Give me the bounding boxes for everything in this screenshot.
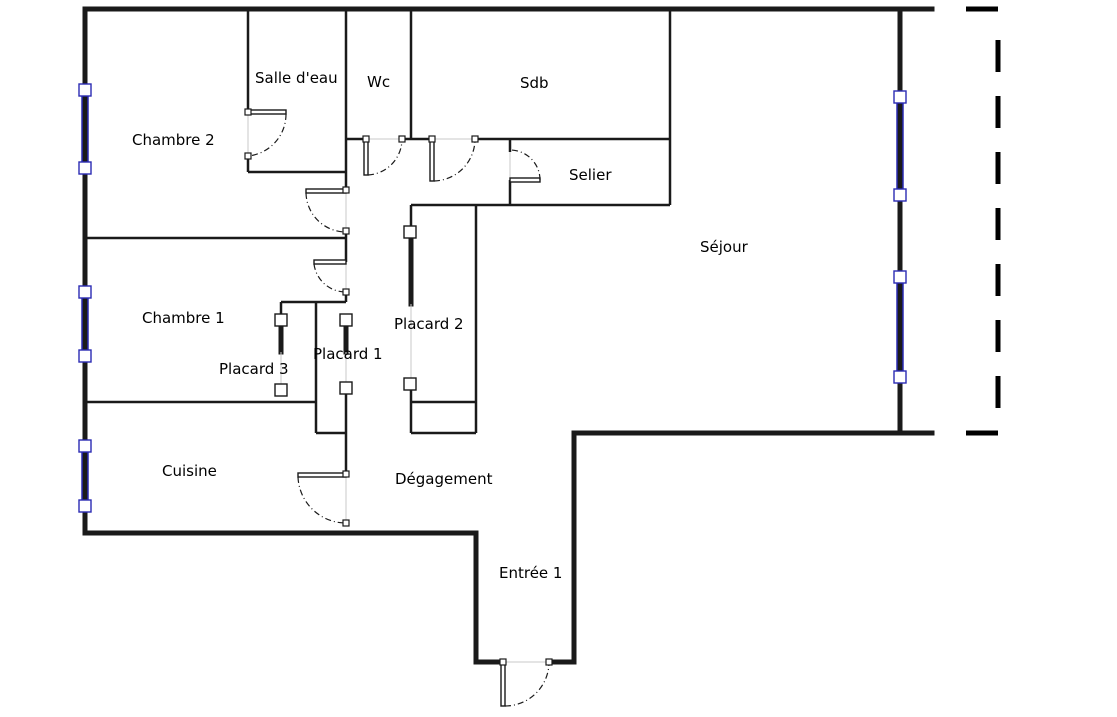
window-chambre1 (78, 285, 92, 363)
room-label-sejour: Séjour (700, 238, 749, 256)
room-label-placard2: Placard 2 (394, 315, 464, 333)
window-sejour-lower (893, 270, 907, 384)
door-chambre2 (305, 186, 350, 235)
door-selier (509, 149, 541, 183)
door-wc (362, 135, 406, 176)
exterior-wall-entrance-right (546, 430, 903, 665)
room-label-wc: Wc (367, 73, 390, 91)
room-label-cuisine: Cuisine (162, 462, 217, 480)
doors (244, 108, 553, 707)
placard-door-markers (274, 225, 417, 397)
window-sejour-upper (893, 90, 907, 202)
window-cuisine (78, 439, 92, 513)
door-salle-eau (244, 108, 287, 160)
interior-walls (82, 9, 672, 663)
room-label-placard1: Placard 1 (313, 345, 383, 363)
room-label-salle-eau: Salle d'eau (255, 69, 338, 87)
door-entree (499, 658, 553, 707)
balcony-outline (966, 6, 1001, 436)
room-label-entree1: Entrée 1 (499, 564, 562, 582)
room-label-sdb: Sdb (520, 74, 549, 92)
exterior-wall-bottom-left (82, 530, 506, 665)
door-cuisine (297, 470, 350, 527)
room-label-chambre2: Chambre 2 (132, 131, 215, 149)
windows (78, 83, 907, 513)
door-chambre1 (313, 259, 350, 296)
room-label-chambre1: Chambre 1 (142, 309, 225, 327)
room-label-degagement: Dégagement (395, 470, 493, 488)
room-labels: Chambre 2 Salle d'eau Wc Sdb Selier Séjo… (132, 69, 749, 582)
room-label-placard3: Placard 3 (219, 360, 289, 378)
door-sdb (428, 135, 479, 182)
window-chambre2 (78, 83, 92, 175)
room-label-selier: Selier (569, 166, 612, 184)
